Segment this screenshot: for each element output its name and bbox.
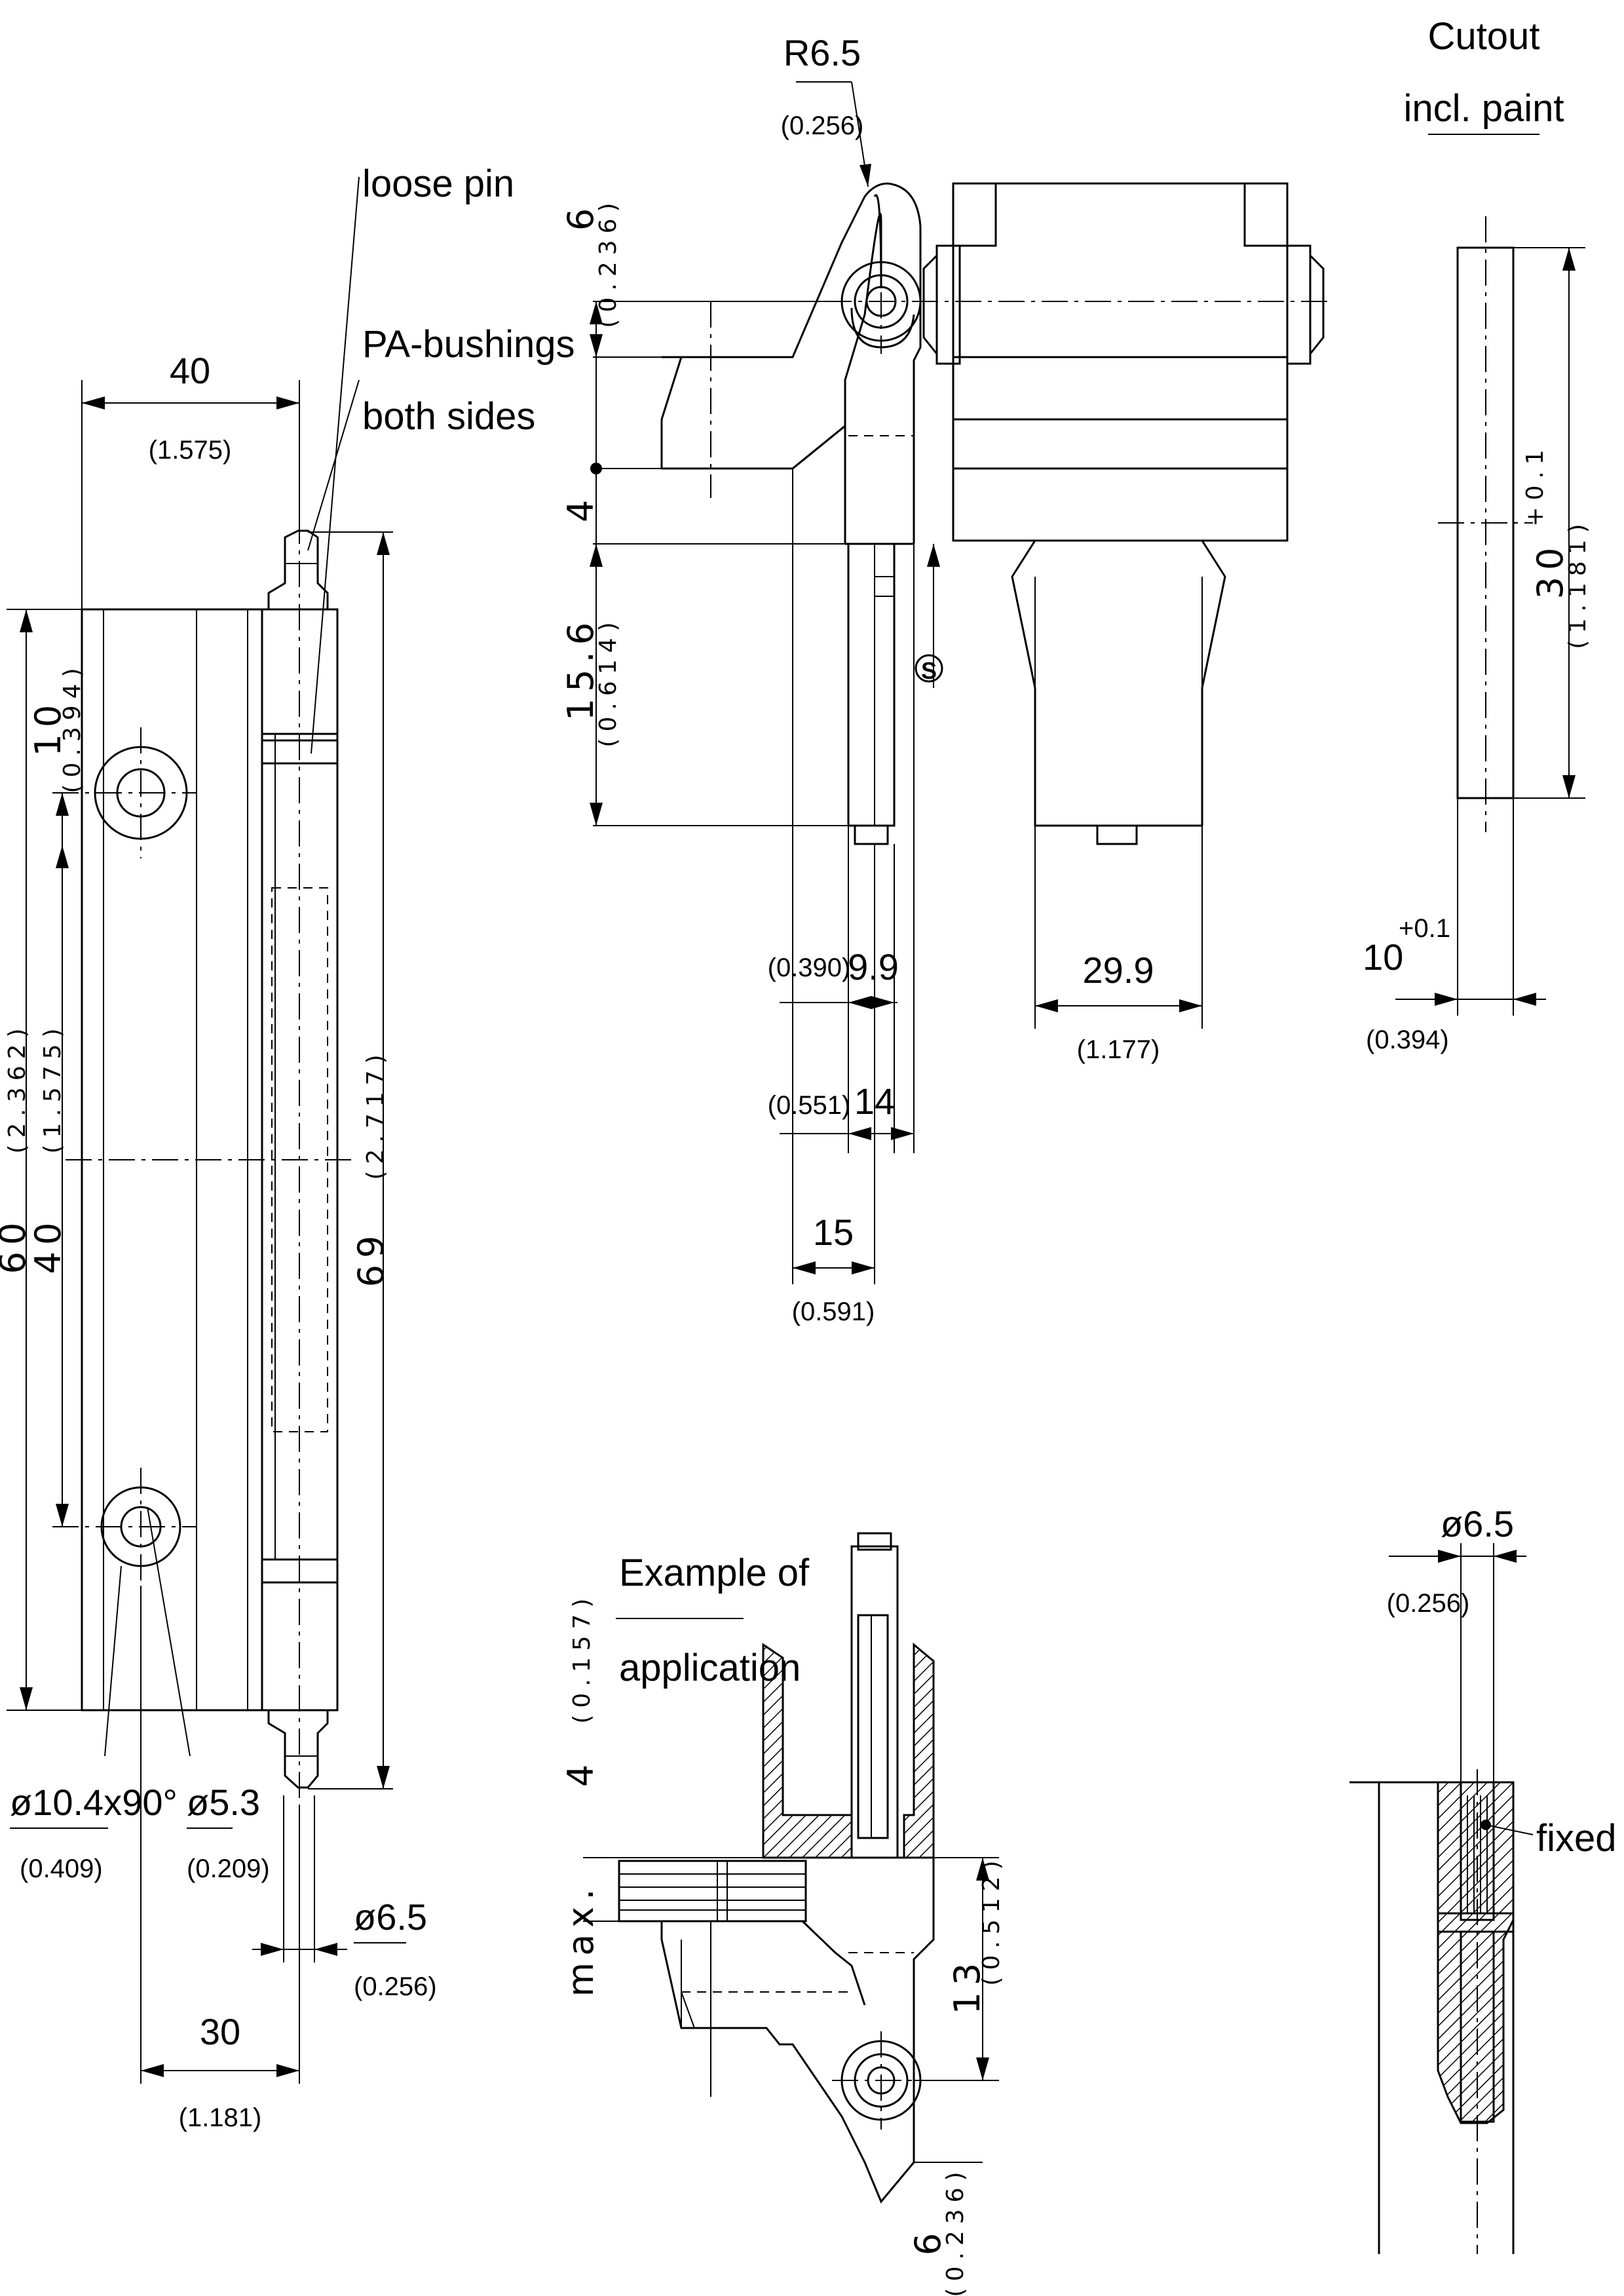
dim-app-6: 6 (907, 2227, 949, 2255)
dim-r65-inch: (0.256) (781, 111, 864, 140)
fixed-pin-section (1437, 1781, 1515, 2124)
dim-30: 30 (200, 2011, 240, 2052)
dim-countersink: ø10.4x90° (10, 1782, 178, 1823)
dim-99: 9.9 (848, 946, 899, 987)
dim-hole-inch: (0.209) (187, 1854, 270, 1883)
loose-pin-leader (311, 176, 360, 754)
dim-30-inch: (1.181) (179, 2103, 262, 2132)
label-incl-paint: incl. paint (1403, 87, 1564, 130)
dim-cutout-30-inch: (1.181) (1564, 517, 1591, 649)
dim-cutout-30: 30 (1530, 541, 1571, 600)
dim-countersink-inch: (0.409) (20, 1854, 103, 1883)
dim-fixed-pin-dia-inch: (0.256) (1387, 1589, 1470, 1618)
front-view: 40 (1.575) 10 (0.394) 60 (2.362) 40 (1 (0, 163, 575, 2132)
dim-cutout-10: 10 (1363, 936, 1403, 978)
label-both-sides: both sides (362, 395, 535, 438)
label-cutout: Cutout (1428, 15, 1540, 58)
dim-6-side-inch: (0.236) (595, 196, 622, 328)
side-block-foot (1011, 540, 1226, 827)
dim-app-13-inch: (0.512) (978, 1854, 1005, 1985)
dim-cutout-10-tol: +0.1 (1399, 914, 1450, 943)
dim-app-4-inch: (0.157) (569, 1592, 595, 1723)
label-loose-pin: loose pin (362, 163, 514, 205)
dim-15: 15 (813, 1212, 854, 1253)
dim-40-left-inch: (1.575) (39, 1022, 66, 1153)
dim-69: 69 (350, 1229, 392, 1288)
dim-14-inch: (0.551) (768, 1091, 851, 1120)
pin-bottom (267, 1710, 329, 1789)
side-pin (847, 543, 896, 827)
dim-156-inch: (0.614) (595, 615, 622, 747)
dim-40-top-inch: (1.575) (149, 436, 232, 465)
side-block (952, 182, 1289, 542)
dim-40-left: 40 (28, 1216, 69, 1274)
label-pa-bushings: PA-bushings (362, 323, 575, 366)
dim-6-side: 6 (560, 202, 601, 231)
dim-r65: R6.5 (784, 32, 861, 73)
dim-app-6-inch: (0.236) (942, 2165, 969, 2296)
dim-fixed-pin-dia: ø6.5 (1441, 1503, 1514, 1544)
dim-15-inch: (0.591) (792, 1297, 875, 1326)
loose-pin-top (267, 529, 329, 609)
label-fixed-pin: fixed pin (1536, 1817, 1624, 1860)
dim-60-left: 60 (0, 1216, 33, 1274)
frame-right-section (903, 1642, 935, 1859)
dim-4-side: 4 (560, 493, 601, 522)
dim-99-inch: (0.390) (768, 953, 851, 982)
dim-156: 15.6 (560, 616, 601, 721)
dim-cutout-10-inch: (0.394) (1366, 1025, 1449, 1054)
side-knuckle-outline (662, 182, 922, 544)
s-mark: S (921, 657, 937, 684)
dim-pin-dia: ø6.5 (354, 1896, 427, 1938)
dim-10-left-inch: (0.394) (59, 661, 86, 793)
dim-60-left-inch: (2.362) (4, 1022, 31, 1153)
application-view: Example of application (560, 1532, 1005, 2296)
dim-14: 14 (854, 1081, 895, 1122)
dim-app-4: 4 (560, 1758, 601, 1787)
dim-cutout-30-tol: +0.1 (1522, 443, 1549, 526)
dim-40-top: 40 (170, 350, 210, 391)
dim-69-inch: (2.717) (362, 1048, 389, 1179)
side-view: R6.5 (0.256) 6 (0.236) 4 15.6 (0.614) (560, 32, 1330, 1326)
dim-app-max: max. (560, 1883, 601, 1997)
fixed-pin-view: ø6.5 (0.256) fixed pin (1350, 1503, 1624, 2254)
dim-app-13: 13 (947, 1957, 988, 2015)
dim-hole: ø5.3 (187, 1782, 260, 1823)
cutout-view: Cutout incl. paint 30 +0.1 (1.181) 10 +0… (1363, 15, 1591, 1054)
bushing-leader (307, 379, 360, 551)
app-hinge-body (660, 1856, 935, 2204)
dim-pin-dia-inch: (0.256) (354, 1972, 437, 2001)
gasket (618, 1860, 807, 1923)
dim-299: 29.9 (1083, 949, 1154, 991)
frame-left-section (762, 1643, 853, 1859)
label-example-of: Example of (619, 1552, 810, 1594)
dim-299-inch: (1.177) (1077, 1035, 1160, 1064)
s-mark-circle (915, 654, 943, 683)
dim-10-left: 10 (28, 698, 69, 757)
